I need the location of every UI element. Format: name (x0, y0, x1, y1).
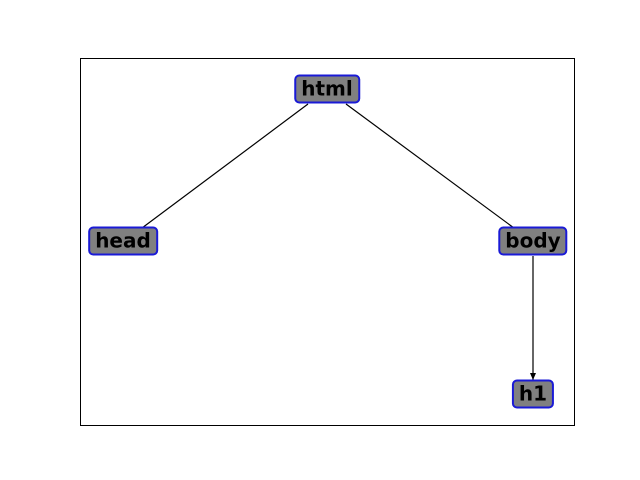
edge-html-body (345, 103, 515, 229)
node-html: html (294, 74, 360, 104)
edge-html-head (141, 103, 309, 229)
plot-frame (80, 58, 575, 426)
node-h1: h1 (511, 379, 555, 409)
node-head: head (88, 226, 158, 256)
node-body: body (498, 226, 568, 256)
